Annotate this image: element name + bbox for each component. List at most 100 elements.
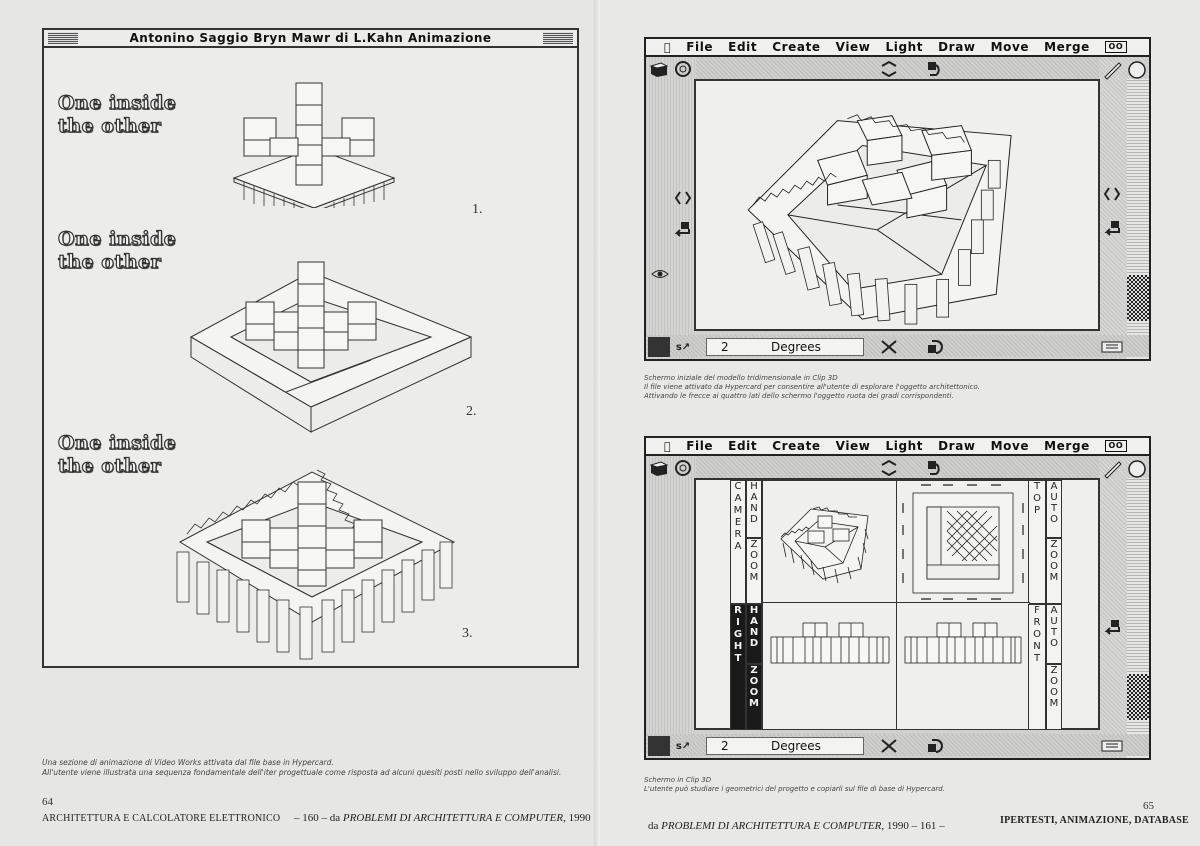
right-hand-button[interactable]: HAND: [746, 604, 762, 664]
isometric-drawing-3: [176, 469, 456, 660]
rotate-up-arrows-icon[interactable]: [878, 59, 900, 79]
menu-move[interactable]: Move: [983, 439, 1029, 453]
fill-swatch-icon[interactable]: [648, 337, 670, 357]
front-zoom-button[interactable]: ZOOM: [1046, 664, 1062, 730]
top-view-pane[interactable]: [896, 480, 1030, 604]
scale-icon[interactable]: s↗: [675, 740, 691, 752]
left-tool-strip: [646, 456, 696, 758]
right-zoom-button[interactable]: ZOOM: [746, 664, 762, 730]
menu-create[interactable]: Create: [765, 439, 820, 453]
apple-icon[interactable]: : [664, 440, 671, 453]
cube-icon[interactable]: [648, 458, 670, 478]
printer-icon[interactable]: [1100, 736, 1124, 754]
front-auto-button[interactable]: AUTO: [1046, 604, 1062, 664]
menu-view[interactable]: View: [828, 439, 870, 453]
circle-tool-icon[interactable]: [1126, 59, 1148, 81]
menu-bar:  File Edit Create View Light Draw Move …: [646, 438, 1149, 456]
caption-line-2: L'utente può studiare i geometrici del p…: [644, 785, 945, 793]
caption-line-1: Schermo in Clip 3D: [644, 776, 712, 784]
left-tool-strip: [646, 57, 696, 359]
fill-swatch-icon[interactable]: [648, 736, 670, 756]
menu-light[interactable]: Light: [878, 40, 922, 54]
page-number-left: 64: [42, 796, 53, 808]
pencil-icon[interactable]: [1100, 458, 1124, 480]
top-zoom-button[interactable]: ZOOM: [1046, 538, 1062, 604]
clip3d-screen-views:  File Edit Create View Light Draw Move …: [644, 436, 1151, 760]
zoom-label: ZOOM: [1048, 665, 1060, 709]
front-label: FRONT: [1031, 605, 1043, 665]
camera-zoom-button[interactable]: ZOOM: [746, 538, 762, 604]
printer-icon[interactable]: [1100, 337, 1124, 355]
3d-viewport[interactable]: [694, 79, 1100, 331]
rotate-top-arrow-icon[interactable]: [922, 59, 944, 79]
pencil-icon[interactable]: [1100, 59, 1124, 81]
rotate-right-arrow-icon[interactable]: [1100, 616, 1124, 638]
tape-icon[interactable]: OO: [1104, 440, 1127, 452]
rotate-right-arrows-icon[interactable]: [1100, 185, 1124, 203]
rotate-up-arrows-icon[interactable]: [878, 458, 900, 478]
auto-label: AUTO: [1048, 481, 1060, 525]
camera-view-pane[interactable]: [762, 480, 898, 604]
circle-tool-icon[interactable]: [1126, 458, 1148, 480]
right-view-label[interactable]: RIGHT: [730, 604, 746, 730]
menu-file[interactable]: File: [679, 439, 712, 453]
menu-edit[interactable]: Edit: [720, 40, 756, 54]
source-suffix: , 1990 – 161 –: [881, 820, 945, 832]
heading-line-2: the other: [57, 114, 162, 137]
rotate-left-arrow-icon[interactable]: [672, 219, 694, 239]
right-label: RIGHT: [732, 605, 744, 665]
cube-icon[interactable]: [648, 59, 670, 79]
running-head-right: IPERTESTI, ANIMAZIONE, DATABASE: [1000, 815, 1189, 826]
rotate-down-arrows-icon[interactable]: [878, 337, 900, 357]
camera-label: CAMERA: [732, 481, 744, 553]
tape-icon[interactable]: OO: [1104, 41, 1127, 53]
pattern-palette-dark[interactable]: [1127, 275, 1149, 321]
heading-line-2: the other: [57, 250, 162, 273]
degrees-field[interactable]: 2 Degrees: [706, 737, 864, 755]
zoom-label: ZOOM: [748, 665, 760, 709]
top-view-label[interactable]: TOP: [1028, 480, 1046, 604]
front-view-label[interactable]: FRONT: [1028, 604, 1046, 730]
running-head-left: ARCHITETTURA E CALCOLATORE ELETTRONICO: [42, 813, 281, 824]
eye-icon[interactable]: [650, 267, 670, 281]
menu-file[interactable]: File: [679, 40, 712, 54]
menu-create[interactable]: Create: [765, 40, 820, 54]
camera-view-label[interactable]: CAMERA: [730, 480, 746, 604]
menu-move[interactable]: Move: [983, 40, 1029, 54]
card-title-bar: Antonino Saggio Bryn Mawr di L.Kahn Anim…: [44, 30, 577, 48]
step-number-1: 1.: [472, 202, 483, 217]
rotate-icon[interactable]: [672, 458, 694, 478]
right-caption-1: Schermo iniziale del modello tridimensio…: [644, 374, 980, 401]
caption-line-3: Attivando le frecce ai quattro lati dell…: [644, 392, 954, 400]
source-line-right: da PROBLEMI DI ARCHITETTURA E COMPUTER, …: [648, 820, 945, 832]
menu-merge[interactable]: Merge: [1036, 40, 1089, 54]
menu-merge[interactable]: Merge: [1036, 439, 1089, 453]
rotate-top-arrow-icon[interactable]: [922, 458, 944, 478]
rotate-down-arrows-icon[interactable]: [878, 736, 900, 756]
heading-line-1: One inside: [57, 431, 177, 454]
top-auto-button[interactable]: AUTO: [1046, 480, 1062, 538]
rotate-bottom-arrow-icon[interactable]: [922, 736, 944, 756]
rotate-right-arrow-icon[interactable]: [1100, 217, 1124, 239]
menu-draw[interactable]: Draw: [930, 439, 975, 453]
pattern-palette-dark[interactable]: [1127, 674, 1149, 720]
front-view-pane[interactable]: [896, 602, 1030, 730]
degrees-field[interactable]: 2 Degrees: [706, 338, 864, 356]
rotate-left-arrows-icon[interactable]: [672, 189, 694, 207]
scale-icon[interactable]: s↗: [675, 341, 691, 353]
menu-draw[interactable]: Draw: [930, 40, 975, 54]
apple-icon[interactable]: : [664, 41, 671, 54]
step-number-2: 2.: [466, 404, 477, 419]
rotate-bottom-arrow-icon[interactable]: [922, 337, 944, 357]
degrees-value: 2: [721, 739, 729, 753]
camera-hand-button[interactable]: HAND: [746, 480, 762, 538]
menu-edit[interactable]: Edit: [720, 439, 756, 453]
caption-line-1: Schermo iniziale del modello tridimensio…: [644, 374, 838, 382]
right-view-pane[interactable]: [762, 602, 898, 730]
rotate-icon[interactable]: [672, 59, 694, 79]
menu-view[interactable]: View: [828, 40, 870, 54]
degrees-label: Degrees: [771, 739, 821, 753]
menu-light[interactable]: Light: [878, 439, 922, 453]
source-suffix: , 1990: [563, 812, 591, 824]
frame-3-heading: One inside the other: [57, 431, 177, 478]
